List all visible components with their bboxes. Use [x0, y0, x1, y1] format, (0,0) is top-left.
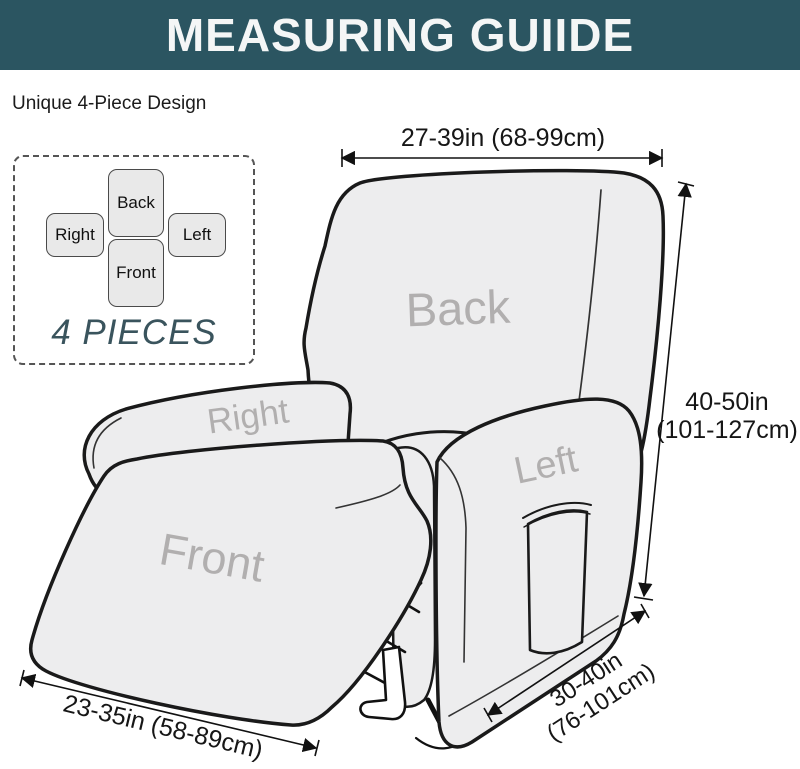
chair-back-label: Back [404, 279, 512, 337]
piece-tile-left-label: Left [182, 225, 212, 244]
dimension-arrow-height-right [633, 181, 695, 601]
left-armrest-contour [439, 457, 467, 663]
mechanism-foot [359, 645, 407, 721]
piece-tile-front: Front [108, 239, 164, 307]
dimension-arrow-width-top [340, 149, 664, 167]
header-banner: MEASURING GUIIDE [0, 0, 800, 70]
pieces-diagram-box: Back Right Left Front 4 PIECES [13, 155, 255, 365]
side-pocket-flap-inner [523, 511, 591, 528]
piece-tile-back-label: Back [117, 193, 155, 212]
piece-tile-front-label: Front [116, 263, 156, 282]
dimension-arrow-length-bottom [19, 669, 320, 757]
design-subtitle: Unique 4-Piece Design [12, 93, 207, 114]
side-pocket [526, 509, 589, 655]
piece-tile-right: Right [46, 213, 104, 257]
height-measurement-line1: 40-50in [685, 388, 769, 416]
piece-tile-back: Back [108, 169, 164, 237]
footrest-contour [335, 484, 401, 509]
height-measurement-label: 40-50in (101-127cm) [656, 388, 798, 444]
pieces-caption: 4 PIECES [51, 313, 217, 352]
dimension-arrow-depth-bottom-right [483, 603, 650, 723]
piece-tile-right-label: Right [55, 225, 95, 244]
piece-tile-left: Left [168, 213, 226, 257]
footrest-shape [28, 438, 433, 727]
right-armrest-contour [92, 417, 122, 469]
page-title: MEASURING GUIIDE [165, 9, 635, 61]
side-pocket-flap [522, 502, 592, 519]
width-measurement-label: 27-39in (68-99cm) [400, 124, 606, 152]
height-measurement-line2: (101-127cm) [656, 416, 798, 444]
